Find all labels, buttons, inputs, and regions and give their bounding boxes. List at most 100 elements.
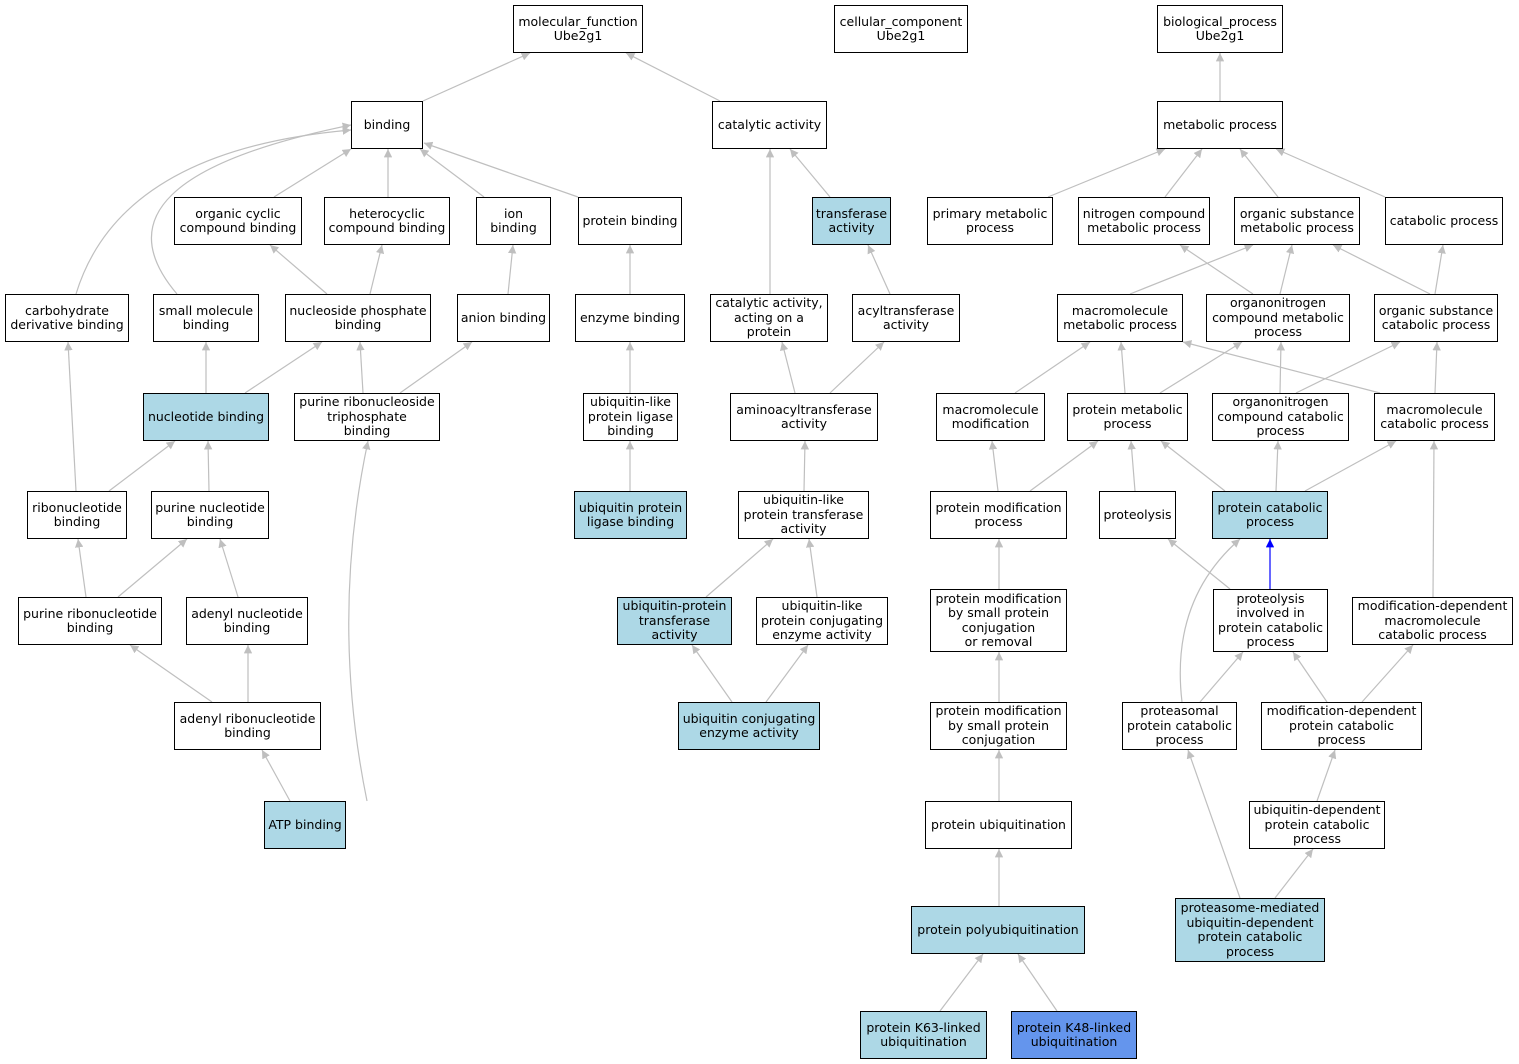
node-protein-metabolic-process[interactable]: protein metabolic process (1067, 393, 1188, 441)
node-ribonucleotide-binding[interactable]: ribonucleotide binding (27, 491, 127, 539)
edge-arrow (1332, 244, 1431, 295)
edge-arrow (369, 244, 385, 295)
edge-arrow (218, 538, 239, 598)
edge-arrow (1117, 341, 1126, 394)
edge-arrow (780, 341, 796, 394)
node-binding[interactable]: binding (351, 101, 423, 149)
node-primary-metabolic-process[interactable]: primary metabolic process (927, 197, 1053, 245)
node-nucleotide-binding[interactable]: nucleotide binding (143, 393, 269, 441)
edge-arrow (789, 148, 831, 198)
edge-arrow (244, 341, 323, 394)
node-protein-polyubiquitination[interactable]: protein polyubiquitination (911, 906, 1085, 954)
node-carbohydrate-derivative-binding[interactable]: carbohydrate derivative binding (5, 294, 129, 342)
node-protein-k48-linked-ubiquitination[interactable]: protein K48-linked ubiquitination (1011, 1011, 1137, 1059)
node-modification-dependent-protein-catabolic-process[interactable]: modification-dependent protein catabolic… (1261, 702, 1422, 750)
node-ubiquitin-like-protein-conjugating-enzyme-activity[interactable]: ubiquitin-like protein conjugating enzym… (756, 597, 888, 645)
node-ion-binding[interactable]: ion binding (476, 197, 551, 245)
node-proteasome-mediated-ubiquitin-dependent-protein-catabolic-process[interactable]: proteasome-mediated ubiquitin-dependent … (1175, 898, 1325, 962)
node-ubiquitin-like-protein-transferase-activity[interactable]: ubiquitin-like protein transferase activ… (738, 491, 869, 539)
edge-arrow (1199, 651, 1244, 703)
edge-arrow (399, 341, 473, 394)
node-biological-process-root[interactable]: biological_process Ube2g1 (1157, 5, 1283, 53)
node-protein-binding[interactable]: protein binding (578, 197, 682, 245)
node-purine-nucleotide-binding[interactable]: purine nucleotide binding (151, 491, 269, 539)
node-protein-ubiquitination[interactable]: protein ubiquitination (925, 801, 1072, 849)
node-ubiquitin-conjugating-enzyme-activity[interactable]: ubiquitin conjugating enzyme activity (678, 702, 820, 750)
edge-arrow (1432, 341, 1441, 394)
edge-arrow (273, 148, 352, 198)
node-purine-ribonucleotide-binding[interactable]: purine ribonucleotide binding (18, 597, 162, 645)
node-small-molecule-binding[interactable]: small molecule binding (153, 294, 259, 342)
node-nucleoside-phosphate-binding[interactable]: nucleoside phosphate binding (285, 294, 431, 342)
node-catalytic-activity-acting-on-a-protein[interactable]: catalytic activity, acting on a protein (710, 294, 828, 342)
node-enzyme-binding[interactable]: enzyme binding (575, 294, 685, 342)
edge-arrow (1160, 440, 1226, 492)
node-aminoacyltransferase-activity[interactable]: aminoacyltransferase activity (730, 393, 878, 441)
node-catalytic-activity[interactable]: catalytic activity (712, 101, 827, 149)
edge-arrow (423, 141, 579, 198)
edge-arrow (1304, 440, 1397, 492)
edge-arrow (1273, 440, 1282, 492)
node-protein-catabolic-process[interactable]: protein catabolic process (1212, 491, 1328, 539)
edge-arrow (1017, 953, 1058, 1012)
edge-arrow (1239, 148, 1279, 198)
edge-arrow (1159, 341, 1243, 394)
edge-arrow (625, 52, 721, 102)
node-protein-modification-by-small-protein-conjugation-or-removal[interactable]: protein modification by small protein co… (930, 589, 1067, 652)
node-proteolysis-involved-in-protein-catabolic-process[interactable]: proteolysis involved in protein cataboli… (1213, 589, 1328, 652)
edge-arrow (1179, 244, 1254, 295)
node-protein-k63-linked-ubiquitination[interactable]: protein K63-linked ubiquitination (860, 1011, 987, 1059)
edge-arrow (261, 749, 291, 802)
edge-arrow (1029, 440, 1099, 492)
edge-arrow (1275, 148, 1386, 198)
edge-arrow (1186, 749, 1241, 899)
node-macromolecule-metabolic-process[interactable]: macromolecule metabolic process (1057, 294, 1183, 342)
node-ubiquitin-protein-transferase-activity[interactable]: ubiquitin-protein transferase activity (617, 597, 732, 645)
edge-arrow (1279, 244, 1295, 295)
node-ubiquitin-protein-ligase-binding[interactable]: ubiquitin protein ligase binding (574, 491, 687, 539)
node-purine-ribonucleoside-triphosphate-binding[interactable]: purine ribonucleoside triphosphate bindi… (294, 393, 440, 441)
node-adenyl-nucleotide-binding[interactable]: adenyl nucleotide binding (186, 597, 308, 645)
edge-arrow (74, 538, 87, 598)
edge-arrow (1129, 244, 1254, 295)
node-organonitrogen-compound-metabolic-process[interactable]: organonitrogen compound metabolic proces… (1206, 294, 1350, 342)
node-macromolecule-modification[interactable]: macromolecule modification (936, 393, 1045, 441)
node-molecular-function-root[interactable]: molecular_function Ube2g1 (513, 5, 643, 53)
node-metabolic-process[interactable]: metabolic process (1157, 101, 1283, 149)
node-acyltransferase-activity[interactable]: acyltransferase activity (852, 294, 960, 342)
node-catabolic-process[interactable]: catabolic process (1385, 197, 1503, 245)
node-anion-binding[interactable]: anion binding (457, 294, 550, 342)
node-macromolecule-catabolic-process[interactable]: macromolecule catabolic process (1374, 393, 1495, 441)
edge-arrow (1164, 148, 1203, 198)
node-adenyl-ribonucleotide-binding[interactable]: adenyl ribonucleotide binding (174, 702, 321, 750)
edge-arrow (1274, 848, 1314, 899)
edge-arrow (75, 126, 352, 295)
node-ubiquitin-dependent-protein-catabolic-process[interactable]: ubiquitin-dependent protein catabolic pr… (1249, 801, 1385, 849)
edge-arrow (988, 440, 999, 492)
edge-arrow (150, 122, 352, 295)
edge-arrow (1014, 341, 1091, 394)
edge-arrow (1429, 440, 1439, 598)
edge-arrow (129, 644, 213, 703)
edge-arrow (829, 341, 885, 394)
node-organonitrogen-compound-catabolic-process[interactable]: organonitrogen compound catabolic proces… (1212, 393, 1349, 441)
edge-arrow (805, 538, 818, 598)
node-cellular-component-root[interactable]: cellular_component Ube2g1 (834, 5, 968, 53)
node-organic-cyclic-compound-binding[interactable]: organic cyclic compound binding (174, 197, 302, 245)
node-nitrogen-compound-metabolic-process[interactable]: nitrogen compound metabolic process (1078, 197, 1210, 245)
node-protein-modification-by-small-protein-conjugation[interactable]: protein modification by small protein co… (930, 702, 1067, 750)
node-proteolysis[interactable]: proteolysis (1099, 491, 1176, 539)
node-organic-substance-catabolic-process[interactable]: organic substance catabolic process (1374, 294, 1498, 342)
node-modification-dependent-macromolecule-catabolic-process[interactable]: modification-dependent macromolecule cat… (1352, 597, 1513, 645)
node-proteasomal-protein-catabolic-process[interactable]: proteasomal protein catabolic process (1122, 702, 1237, 750)
node-heterocyclic-compound-binding[interactable]: heterocyclic compound binding (324, 197, 450, 245)
node-ubiquitin-like-protein-ligase-binding[interactable]: ubiquitin-like protein ligase binding (583, 393, 678, 441)
node-organic-substance-metabolic-process[interactable]: organic substance metabolic process (1234, 197, 1360, 245)
edge-arrow (705, 538, 774, 598)
node-transferase-activity[interactable]: transferase activity (812, 197, 891, 245)
edge-arrow (356, 341, 365, 394)
node-atp-binding[interactable]: ATP binding (264, 801, 346, 849)
edge-arrow (867, 244, 891, 295)
node-protein-modification-process[interactable]: protein modification process (930, 491, 1067, 539)
